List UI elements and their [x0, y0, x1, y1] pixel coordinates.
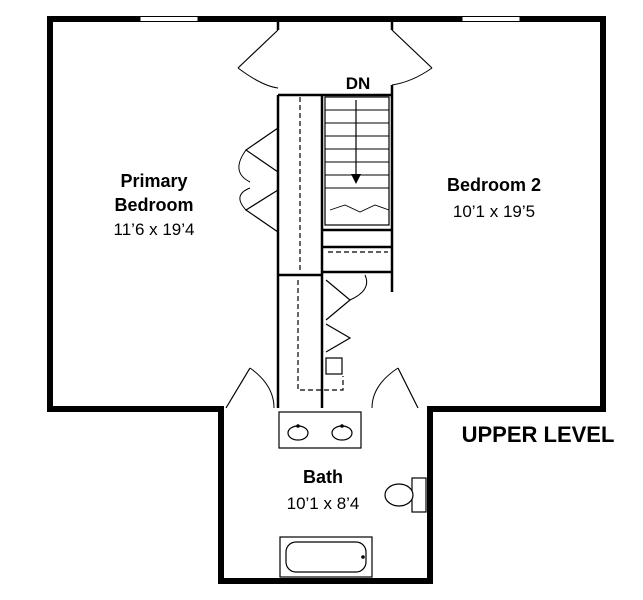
toilet — [384, 477, 427, 513]
window-primary — [139, 16, 199, 22]
vanity — [278, 411, 362, 449]
closet-bifold-primary — [238, 127, 279, 233]
linen-closet-block — [325, 357, 343, 375]
closet-bifold-hall — [325, 274, 368, 353]
interior-walls — [276, 19, 394, 408]
closet-shelves — [297, 97, 388, 391]
sink-left — [287, 425, 309, 441]
room-name-primary-line2: Bedroom — [114, 195, 193, 215]
room-name-bedroom2: Bedroom 2 — [447, 175, 541, 195]
door-bedroom2-bath — [371, 367, 419, 409]
door-primary-bath — [225, 367, 275, 409]
staircase — [324, 96, 390, 226]
stairs-down-label: DN — [346, 74, 371, 93]
door-bedroom2-top — [391, 29, 433, 86]
door-primary-top — [237, 29, 279, 89]
room-name-bath: Bath — [303, 467, 343, 487]
stair-arrow-icon — [351, 174, 361, 184]
level-label: UPPER LEVEL — [462, 422, 615, 447]
room-name-primary-line1: Primary — [120, 171, 187, 191]
room-dims-bath: 10’1 x 8’4 — [287, 494, 360, 513]
sink-right — [331, 425, 353, 441]
room-dims-bedroom2: 10’1 x 19’5 — [453, 202, 535, 221]
room-dims-primary: 11’6 x 19’4 — [114, 220, 195, 239]
window-bedroom2 — [461, 16, 521, 22]
exterior-wall — [47, 16, 606, 584]
bathtub — [279, 536, 373, 578]
